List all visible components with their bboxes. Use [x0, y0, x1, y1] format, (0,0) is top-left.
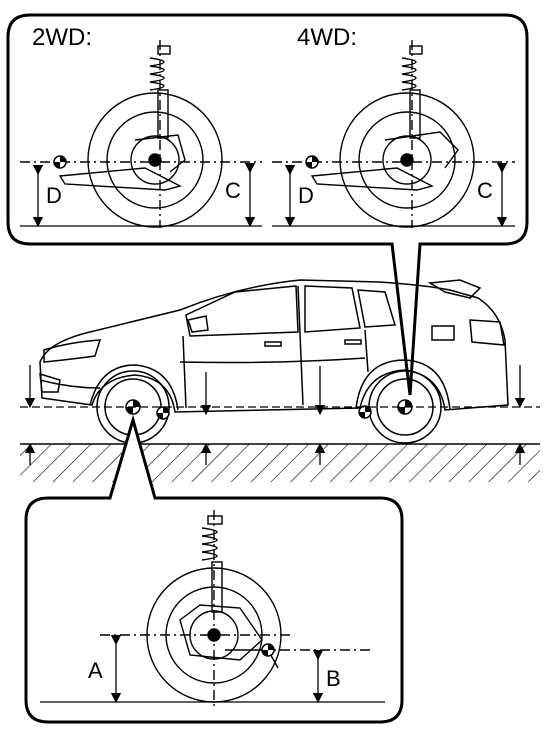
top-4wd-measure-point — [305, 155, 319, 169]
top-4wd-dimension-lines — [272, 162, 515, 228]
label-4wd-d: D — [298, 183, 314, 208]
top-4wd-wheel-assembly — [272, 40, 515, 228]
title-4wd: 4WD: — [297, 24, 357, 51]
bottom-measure-point — [261, 643, 275, 657]
top-2wd-measure-point — [53, 155, 67, 169]
label-a: A — [88, 658, 103, 683]
vehicle-body — [39, 279, 509, 413]
ground-hatch — [20, 443, 540, 482]
top-callout — [6, 13, 529, 396]
vehicle-height-markers — [20, 365, 540, 465]
label-b: B — [326, 666, 341, 691]
label-4wd-c: C — [477, 178, 493, 203]
bottom-dimension-lines — [40, 634, 385, 704]
vehicle-measure-points — [125, 399, 413, 420]
label-2wd-d: D — [46, 183, 62, 208]
top-2wd-dimension-lines — [20, 162, 262, 228]
title-2wd: 2WD: — [32, 24, 92, 51]
vehicle-wheels — [96, 370, 442, 444]
label-2wd-c: C — [225, 178, 241, 203]
